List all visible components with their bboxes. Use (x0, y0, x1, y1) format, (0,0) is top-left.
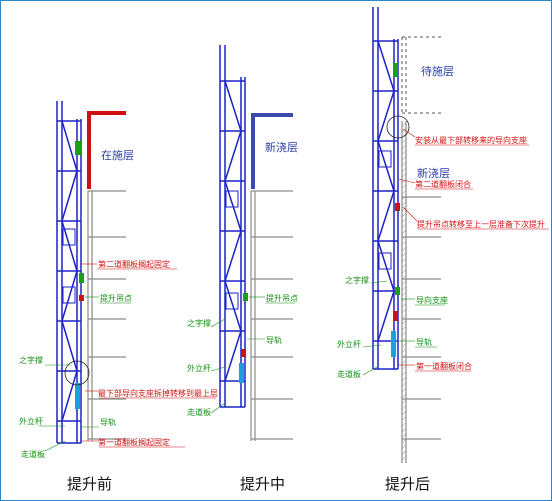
label-hoist-point-move: 提升吊点转移至上一层准备下次提升 (417, 219, 545, 229)
label-guide-rail: 导轨 (266, 335, 282, 345)
label-outer-pole: 外立杆 (337, 339, 361, 349)
label-hoist-point: 提升吊点 (266, 293, 298, 303)
working-floor (87, 111, 126, 189)
label-flap-two-closed: 第二道翻板闭合 (415, 179, 471, 189)
panel-before: 在施层 第二道翻板搁起固定 提升吊点 之字撑 最下部导向支座拆掉转移到最上层 外… (19, 101, 218, 493)
label-flap-one: 第一道翻板搁起固定 (98, 437, 170, 447)
label-zigzag-brace: 之字撑 (19, 355, 43, 365)
label-zigzag-brace: 之字撑 (345, 275, 369, 285)
leader-lines (362, 128, 549, 376)
panel-caption: 提升后 (385, 475, 430, 493)
label-guide-rail: 导轨 (416, 337, 432, 347)
marker (241, 349, 246, 357)
label-guide-support: 导向支座 (416, 295, 448, 305)
label-guide-rail: 导轨 (100, 417, 116, 427)
frame-panel (62, 286, 76, 304)
label-outer-pole: 外立杆 (187, 363, 211, 373)
marker (395, 203, 400, 211)
new-floor (251, 113, 293, 189)
label-flap-two: 第二道翻板搁起固定 (98, 259, 170, 269)
panel-after: 待施层 新浇层 安装从最下部转移来的导向支座 第二道翻板闭合 提升吊点转移至上一… (337, 7, 549, 493)
frame-panel (225, 190, 239, 208)
hoist-marker (393, 63, 398, 77)
wall-hatch (402, 121, 406, 463)
label-flap-one-closed: 第一道翻板闭合 (416, 361, 472, 371)
support-circle (386, 115, 410, 139)
guide-rail (75, 383, 80, 409)
hoist-marker (75, 141, 81, 155)
guide-rail (391, 331, 396, 357)
label-walkway: 走道板 (21, 449, 45, 459)
marker (393, 311, 398, 321)
top-floor-label: 待施层 (421, 64, 454, 78)
label-walkway: 走道板 (337, 369, 361, 379)
leader-lines (210, 296, 295, 414)
label-hoist-point: 提升吊点 (100, 293, 132, 303)
leader-lines (39, 263, 216, 452)
hoist-marker (79, 273, 84, 283)
marker (79, 295, 84, 301)
frame-panel (378, 252, 392, 270)
label-outer-pole: 外立杆 (19, 416, 43, 426)
label-walkway: 走道板 (187, 407, 211, 417)
building-structure (250, 190, 293, 441)
frame-panel (62, 228, 76, 246)
upper-floor-dashed (401, 36, 441, 114)
label-zigzag-brace: 之字撑 (187, 318, 211, 328)
label-install-guide-support: 安装从最下部转移来的导向支座 (415, 135, 527, 145)
panel-caption: 提升中 (240, 475, 285, 493)
panel-during: 新浇层 之字撑 提升吊点 外立杆 导轨 走道板 提升中 (187, 45, 298, 493)
building-structure (87, 190, 126, 441)
floor-label: 新浇层 (265, 140, 298, 154)
frame-panel (378, 150, 392, 168)
frame-panel (225, 292, 239, 310)
guide-rail (239, 363, 244, 383)
hoist-marker (243, 293, 248, 301)
floor-label: 在施层 (101, 149, 134, 162)
label-guide-support-move: 最下部导向支座拆掉转移到最上层 (98, 388, 218, 398)
hoist-marker (395, 287, 400, 295)
support-circle (64, 360, 90, 386)
panel-caption: 提升前 (67, 475, 112, 493)
floor-label: 新浇层 (417, 166, 450, 180)
